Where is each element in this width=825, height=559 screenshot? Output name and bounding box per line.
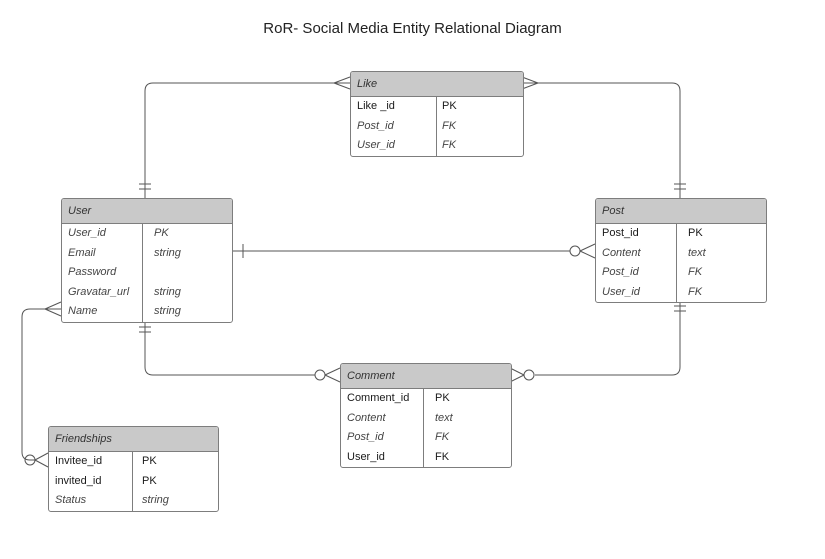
like-field-row: Post_id FK [351,117,523,137]
comment-field-row: User_id FK [341,448,511,468]
entity-comment-header: Comment [341,364,511,389]
comment-field-row: Post_id FK [341,428,511,448]
field-type: FK [688,285,703,298]
field-name: Gravatar_url [68,285,130,298]
friendships-field-row: invited_id PK [49,472,218,492]
field-type: PK [435,392,450,404]
entity-friendships-header: Friendships [49,427,218,452]
field-name: Content [602,246,641,259]
entity-user: User User_id PK Email string Password Gr… [61,198,233,323]
link-user-like [144,82,350,198]
field-name: User_id [602,285,640,298]
field-type: FK [435,431,450,443]
link-post-comment [535,300,681,376]
field-type: FK [442,119,457,132]
field-type: string [154,285,181,298]
entity-like-header: Like [351,72,523,97]
user-field-row: Gravatar_url string [62,283,232,303]
field-name: Comment_id [347,392,410,404]
post-field-row: Post_id FK [596,263,766,283]
field-name: Like _id [357,100,395,112]
field-name: Invitee_id [55,455,103,467]
field-type: FK [442,139,457,151]
field-type: PK [142,474,157,487]
field-type: FK [688,266,703,278]
field-name: Post_id [347,431,384,443]
field-name: invited_id [55,474,102,487]
user-field-row: Email string [62,244,232,264]
field-type: PK [154,227,169,239]
field-type: PK [688,227,703,239]
field-name: User_id [347,450,385,463]
like-field-row: Like _id PK [351,97,523,117]
link-user-comment [144,321,315,376]
entity-comment: Comment Comment_id PK Content text Post_… [340,363,512,468]
entity-post-header: Post [596,199,766,224]
link-like-post [522,82,681,198]
field-name: Email [68,246,96,259]
field-type: PK [142,455,157,467]
post-field-row: Content text [596,244,766,264]
field-name: User_id [357,139,395,151]
entity-friendships: Friendships Invitee_id PK invited_id PK … [48,426,219,512]
field-type: PK [442,100,457,112]
field-type: string [154,305,181,317]
field-type: string [154,246,181,259]
post-field-row: User_id FK [596,283,766,303]
field-name: Post_id [357,119,394,132]
field-type [148,263,154,283]
link-user-friendships [21,308,61,461]
comment-field-row: Comment_id PK [341,389,511,409]
field-type: string [142,494,169,506]
field-type: text [688,246,706,259]
friendships-field-row: Status string [49,491,218,511]
diagram-title: RoR- Social Media Entity Relational Diag… [263,20,562,37]
post-field-row: Post_id PK [596,224,766,244]
field-name: User_id [68,227,106,239]
comment-field-row: Content text [341,409,511,429]
user-field-row: Password [62,263,232,283]
user-field-row: Name string [62,302,232,322]
field-name: Content [347,411,386,424]
field-type: text [435,411,453,424]
entity-post: Post Post_id PK Content text Post_id FK … [595,198,767,303]
field-name: Status [55,494,87,506]
entity-like: Like Like _id PK Post_id FK User_id FK [350,71,524,157]
entity-user-header: User [62,199,232,224]
field-type: FK [435,450,450,463]
user-field-row: User_id PK [62,224,232,244]
friendships-field-row: Invitee_id PK [49,452,218,472]
like-field-row: User_id FK [351,136,523,156]
field-name: Name [68,305,98,317]
field-name: Password [68,266,117,278]
field-name: Post_id [602,227,639,239]
field-name: Post_id [602,266,639,278]
